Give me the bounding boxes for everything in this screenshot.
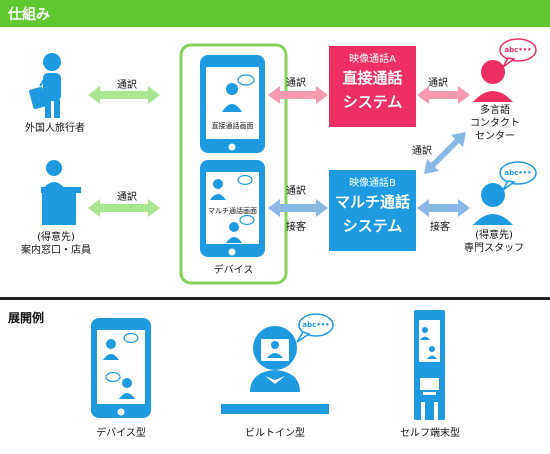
system-b-box (329, 170, 416, 251)
arrow-tourist-device (88, 86, 160, 104)
counter-label-1: (得意先) (37, 232, 75, 243)
arrow-system-a-center (417, 86, 470, 104)
interp-label-left-top: 通訳 (117, 80, 137, 91)
interp-label-left-bottom: 通訳 (117, 192, 137, 203)
contact-center-icon (473, 60, 513, 102)
deploy-self-label: セルフ端末型 (400, 428, 460, 439)
interp-label-right-mid: 通訳 (412, 146, 432, 157)
reception-label-right: 接客 (430, 222, 450, 233)
staff-icon (473, 183, 513, 225)
arrow-system-b-staff (417, 199, 470, 217)
deploy-builtin-label: ビルトイン型 (245, 428, 305, 439)
device-screen-bottom-label: マルチ通話画面 (208, 207, 257, 215)
center-label-1: 多言語 (480, 105, 510, 116)
system-a-title-1: 直接通話 (342, 69, 403, 87)
interp-label-right-top: 通訳 (428, 78, 448, 89)
counter-label-2: 案内窓口・店員 (21, 245, 91, 256)
interp-label-mid-top: 通訳 (286, 78, 306, 89)
deploy-device-icon (91, 318, 151, 418)
bubble-text-builtin: abc••• (302, 321, 330, 329)
deploy-builtin-icon (221, 313, 334, 414)
arrow-device-system-a (268, 86, 328, 104)
center-label-2: コンタクト (470, 118, 520, 129)
device-label: デバイス (213, 265, 254, 276)
tourist-label: 外国人旅行者 (25, 123, 85, 134)
system-a-box (329, 46, 416, 127)
device-screen-top-label: 直接通話画面 (211, 122, 254, 130)
staff-label-2: 専門スタッフ (464, 243, 524, 254)
header-bar (0, 0, 550, 27)
device-frame (179, 43, 288, 285)
system-a-title-2: システム (342, 93, 403, 111)
section-title: 仕組み (8, 7, 50, 23)
reception-label-mid: 接客 (286, 222, 306, 233)
system-b-title-1: マルチ通話 (334, 193, 410, 211)
counter-staff-icon (41, 160, 81, 225)
deploy-device-label: デバイス型 (96, 428, 146, 439)
staff-label-1: (得意先) (475, 230, 513, 241)
speech-bubble-icon-top (499, 38, 537, 68)
system-b-title-2: システム (342, 217, 403, 235)
arrow-center-system-b (424, 132, 466, 174)
interp-label-mid-bottom: 通訳 (286, 186, 306, 197)
deploy-section-title: 展開例 (8, 311, 45, 325)
traveler-icon (29, 53, 61, 118)
deploy-self-terminal-icon (414, 310, 445, 420)
arrow-counter-device (88, 199, 160, 217)
phone-top (200, 55, 265, 153)
speech-bubble-icon-bottom (499, 161, 537, 191)
system-a: 映像通話A 直接通話 システム (329, 46, 416, 113)
system-a-sub: 映像通話A (349, 54, 396, 65)
phone-bottom (200, 160, 265, 257)
system-b-sub: 映像通話B (349, 178, 396, 189)
bubble-text-top: abc••• (504, 46, 532, 54)
arrow-device-system-b (268, 199, 328, 217)
bubble-text-bottom: abc••• (504, 169, 532, 177)
center-label-3: センター (475, 131, 515, 142)
system-b: 映像通話B マルチ通話 システム (329, 170, 416, 237)
section-divider (0, 297, 550, 300)
